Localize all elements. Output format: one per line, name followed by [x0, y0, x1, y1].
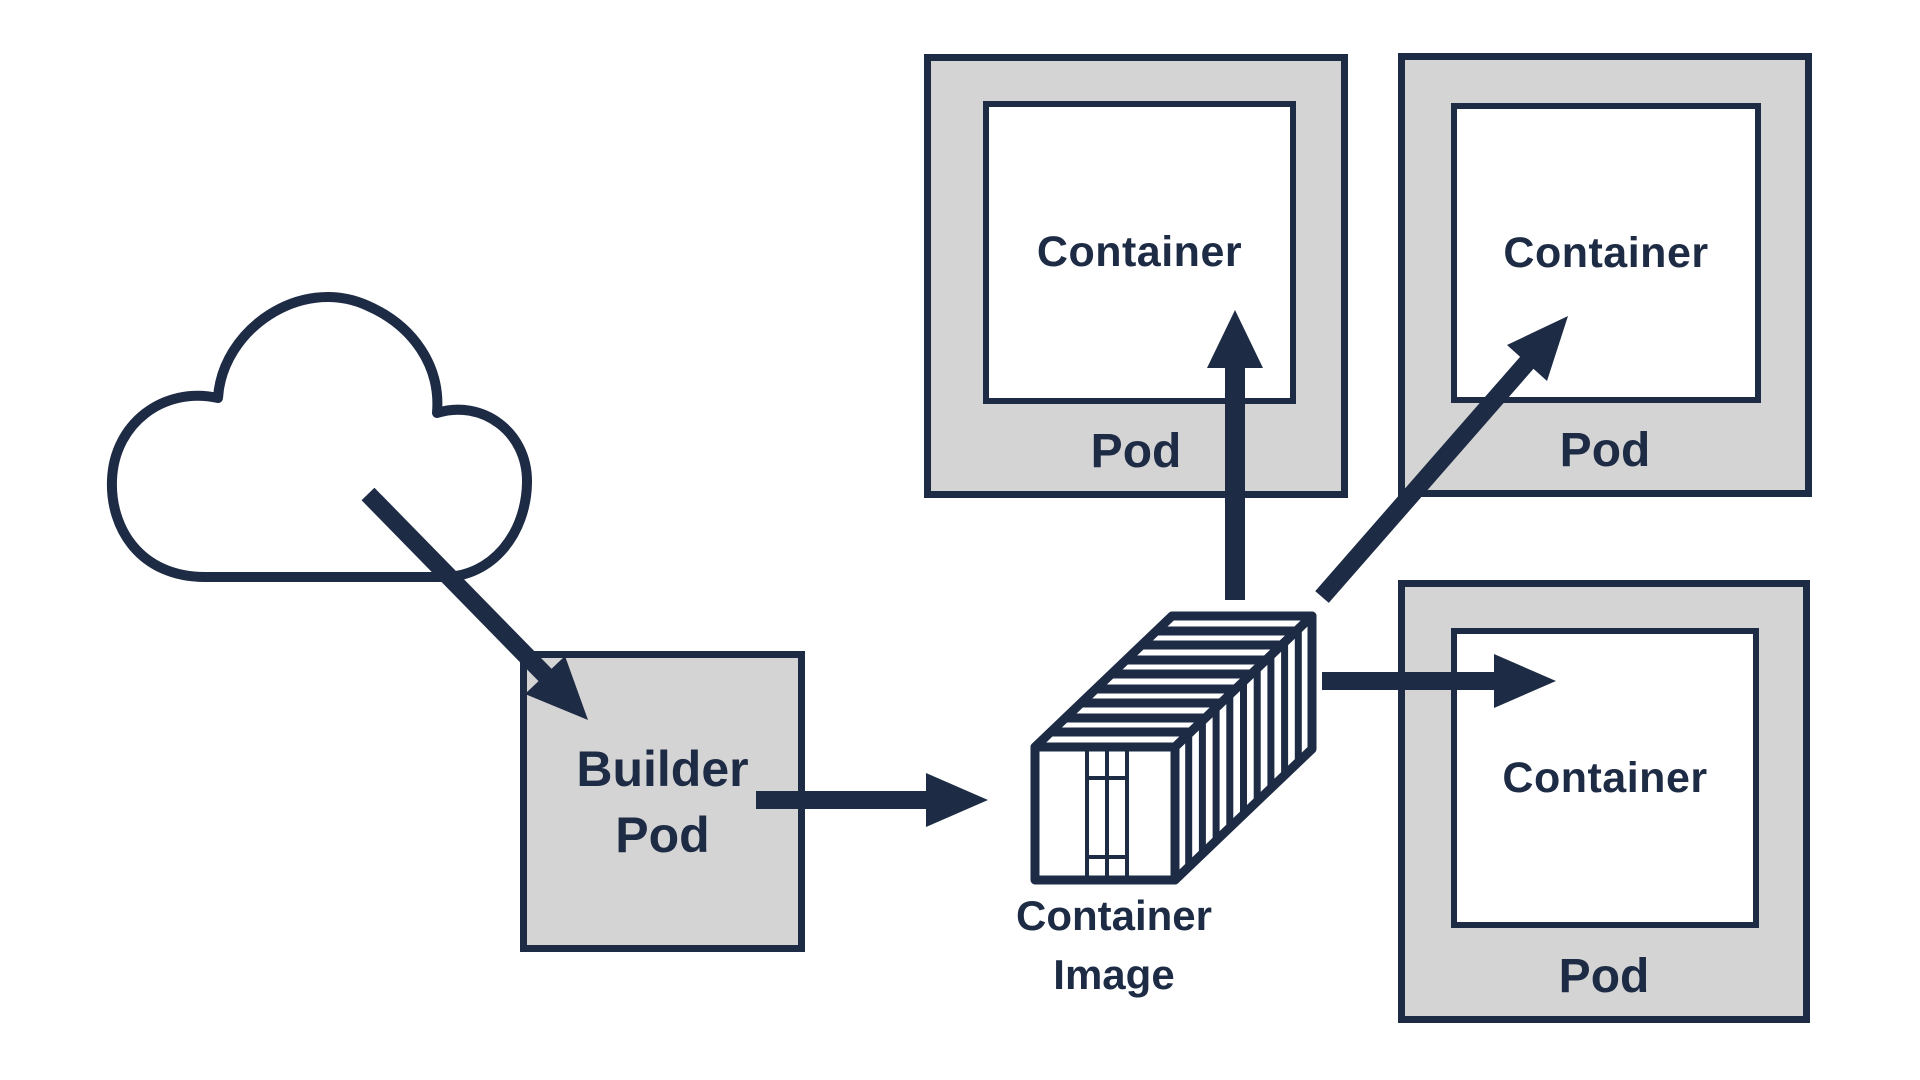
container-image-label: Container Image — [964, 886, 1264, 1004]
pod-label: Pod — [1558, 950, 1650, 1003]
container-label: Container — [1503, 228, 1709, 277]
container-label: Container — [1502, 753, 1708, 802]
container-box-bottom-right: Container — [1451, 628, 1759, 928]
pod-box-top-right: Container Pod — [1398, 53, 1812, 497]
builder-pod-label-line2: Pod — [615, 806, 710, 863]
container-box-top-right: Container — [1451, 103, 1761, 403]
container-image-icon — [1030, 611, 1317, 885]
container-image-label-line1: Container — [1015, 892, 1212, 939]
container-image-label-line2: Image — [1053, 951, 1175, 998]
pod-box-bottom-right: Container Pod — [1398, 580, 1810, 1023]
container-box-top-left: Container — [983, 101, 1296, 404]
pod-label: Pod — [1090, 425, 1182, 478]
pod-box-top-left: Container Pod — [924, 54, 1348, 498]
builder-pod-label-line1: Builder — [576, 740, 749, 797]
pod-label: Pod — [1559, 424, 1651, 477]
builder-pod-box: Builder Pod — [520, 651, 805, 952]
cloud-icon — [106, 291, 533, 582]
container-label: Container — [1036, 228, 1243, 276]
